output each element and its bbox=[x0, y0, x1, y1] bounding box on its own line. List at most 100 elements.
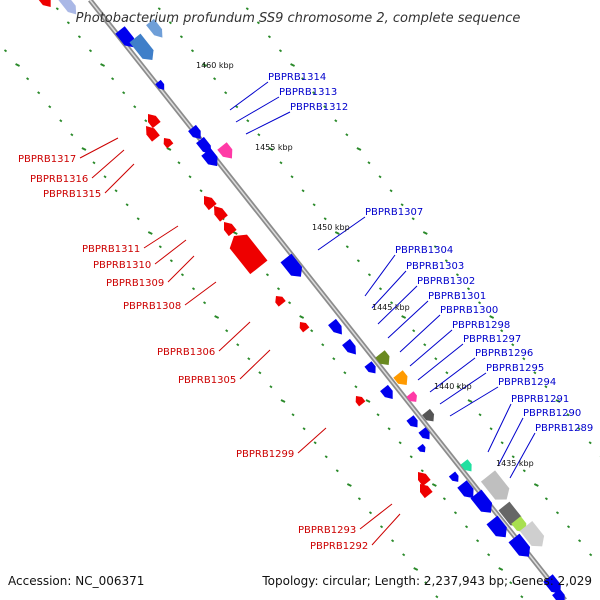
label-PBPRB1301: PBPRB1301 bbox=[428, 291, 486, 302]
tick-mark bbox=[566, 525, 571, 529]
tick-mark bbox=[288, 301, 292, 305]
tick-mark bbox=[476, 539, 480, 543]
tick-mark bbox=[412, 329, 416, 333]
tick-mark bbox=[15, 63, 21, 67]
label-PBPRB1300: PBPRB1300 bbox=[440, 305, 498, 316]
tick-mark bbox=[313, 441, 317, 445]
gene-forward-lime bbox=[511, 516, 527, 533]
gene-forward bbox=[364, 361, 376, 374]
tick-mark bbox=[409, 455, 413, 459]
tick-mark bbox=[224, 91, 228, 95]
gene-forward bbox=[380, 384, 393, 399]
tick-mark bbox=[378, 287, 383, 291]
gene-reverse bbox=[203, 196, 217, 211]
gene-forward-darkgray bbox=[498, 501, 522, 527]
tick-mark bbox=[323, 105, 327, 109]
tick-mark bbox=[245, 7, 249, 11]
label-leader-PBPRB1299 bbox=[297, 427, 327, 454]
tick-mark bbox=[489, 427, 493, 431]
tick-mark bbox=[500, 329, 504, 333]
label-PBPRB1308: PBPRB1308 bbox=[123, 301, 181, 312]
tick-mark bbox=[265, 273, 269, 277]
tick-mark bbox=[398, 441, 402, 445]
tick-mark bbox=[343, 371, 347, 375]
gene-forward bbox=[457, 480, 474, 499]
gene-reverse bbox=[223, 222, 237, 237]
tick-mark bbox=[533, 483, 539, 487]
tick-mark bbox=[144, 119, 148, 123]
tick-mark bbox=[214, 315, 220, 319]
gene-reverse bbox=[163, 138, 174, 149]
tick-mark bbox=[55, 7, 59, 11]
tick-mark bbox=[411, 217, 415, 221]
tick-mark bbox=[168, 21, 172, 25]
label-PBPRB1295: PBPRB1295 bbox=[486, 363, 544, 374]
tick-mark bbox=[70, 133, 74, 137]
tick-mark bbox=[424, 581, 428, 585]
label-PBPRB1304: PBPRB1304 bbox=[395, 245, 453, 256]
tick-mark bbox=[466, 287, 471, 291]
label-leader-PBPRB1291 bbox=[487, 403, 512, 453]
tick-mark bbox=[376, 413, 380, 417]
tick-mark bbox=[180, 273, 185, 277]
label-PBPRB1315: PBPRB1315 bbox=[43, 189, 101, 200]
tick-mark bbox=[520, 595, 524, 599]
label-PBPRB1293: PBPRB1293 bbox=[298, 525, 356, 536]
tick-mark bbox=[453, 511, 458, 515]
tick-mark bbox=[258, 371, 262, 375]
tick-mark bbox=[420, 469, 424, 473]
tick-mark bbox=[246, 119, 250, 123]
tick-mark bbox=[401, 315, 407, 319]
scale-label: 1460 kbp bbox=[196, 61, 234, 70]
tick-mark bbox=[232, 231, 238, 235]
tick-mark bbox=[136, 217, 140, 221]
tick-mark bbox=[487, 553, 491, 557]
tick-mark bbox=[435, 595, 439, 599]
label-PBPRB1296: PBPRB1296 bbox=[475, 348, 533, 359]
tick-mark bbox=[522, 469, 526, 473]
tick-mark bbox=[92, 161, 96, 165]
gene-forward bbox=[470, 489, 493, 513]
tick-mark bbox=[81, 147, 87, 151]
tick-mark bbox=[157, 7, 161, 11]
gene-reverse bbox=[419, 484, 433, 499]
tick-mark bbox=[335, 469, 339, 473]
tick-mark bbox=[267, 35, 271, 39]
label-leader-PBPRB1315 bbox=[104, 163, 135, 194]
tick-mark bbox=[467, 399, 473, 403]
tick-mark bbox=[247, 357, 251, 361]
tick-mark bbox=[478, 301, 482, 305]
tick-mark bbox=[278, 49, 283, 53]
tick-mark bbox=[290, 63, 296, 67]
tick-mark bbox=[391, 539, 395, 543]
tick-mark bbox=[100, 63, 106, 67]
tick-mark bbox=[26, 77, 30, 81]
tick-mark bbox=[188, 175, 192, 179]
gene-forward bbox=[448, 471, 459, 482]
tick-mark bbox=[533, 371, 537, 375]
label-leader-PBPRB1297 bbox=[417, 343, 464, 381]
label-leader-PBPRB1298 bbox=[409, 329, 453, 367]
label-PBPRB1298: PBPRB1298 bbox=[452, 320, 510, 331]
tick-mark bbox=[334, 231, 340, 235]
gene-reverse-large bbox=[229, 234, 268, 275]
gene-forward-orange bbox=[393, 370, 408, 385]
tick-mark bbox=[345, 245, 349, 249]
label-PBPRB1312: PBPRB1312 bbox=[290, 102, 348, 113]
label-PBPRB1297: PBPRB1297 bbox=[463, 334, 521, 345]
tick-mark bbox=[367, 273, 371, 277]
tick-mark bbox=[500, 441, 504, 445]
tick-mark bbox=[257, 133, 261, 137]
label-PBPRB1294: PBPRB1294 bbox=[498, 377, 556, 388]
tick-mark bbox=[578, 539, 582, 543]
gene-reverse bbox=[214, 206, 228, 222]
gene-top-red bbox=[38, 0, 51, 7]
tick-mark bbox=[423, 343, 427, 347]
label-PBPRB1302: PBPRB1302 bbox=[417, 276, 475, 287]
genome-summary-text: Topology: circular; Length: 2,237,943 bp… bbox=[261, 574, 592, 588]
gene-features bbox=[38, 0, 565, 600]
tick-mark bbox=[279, 161, 283, 165]
scale-label: 1445 kbp bbox=[372, 303, 410, 312]
tick-mark bbox=[37, 91, 41, 95]
